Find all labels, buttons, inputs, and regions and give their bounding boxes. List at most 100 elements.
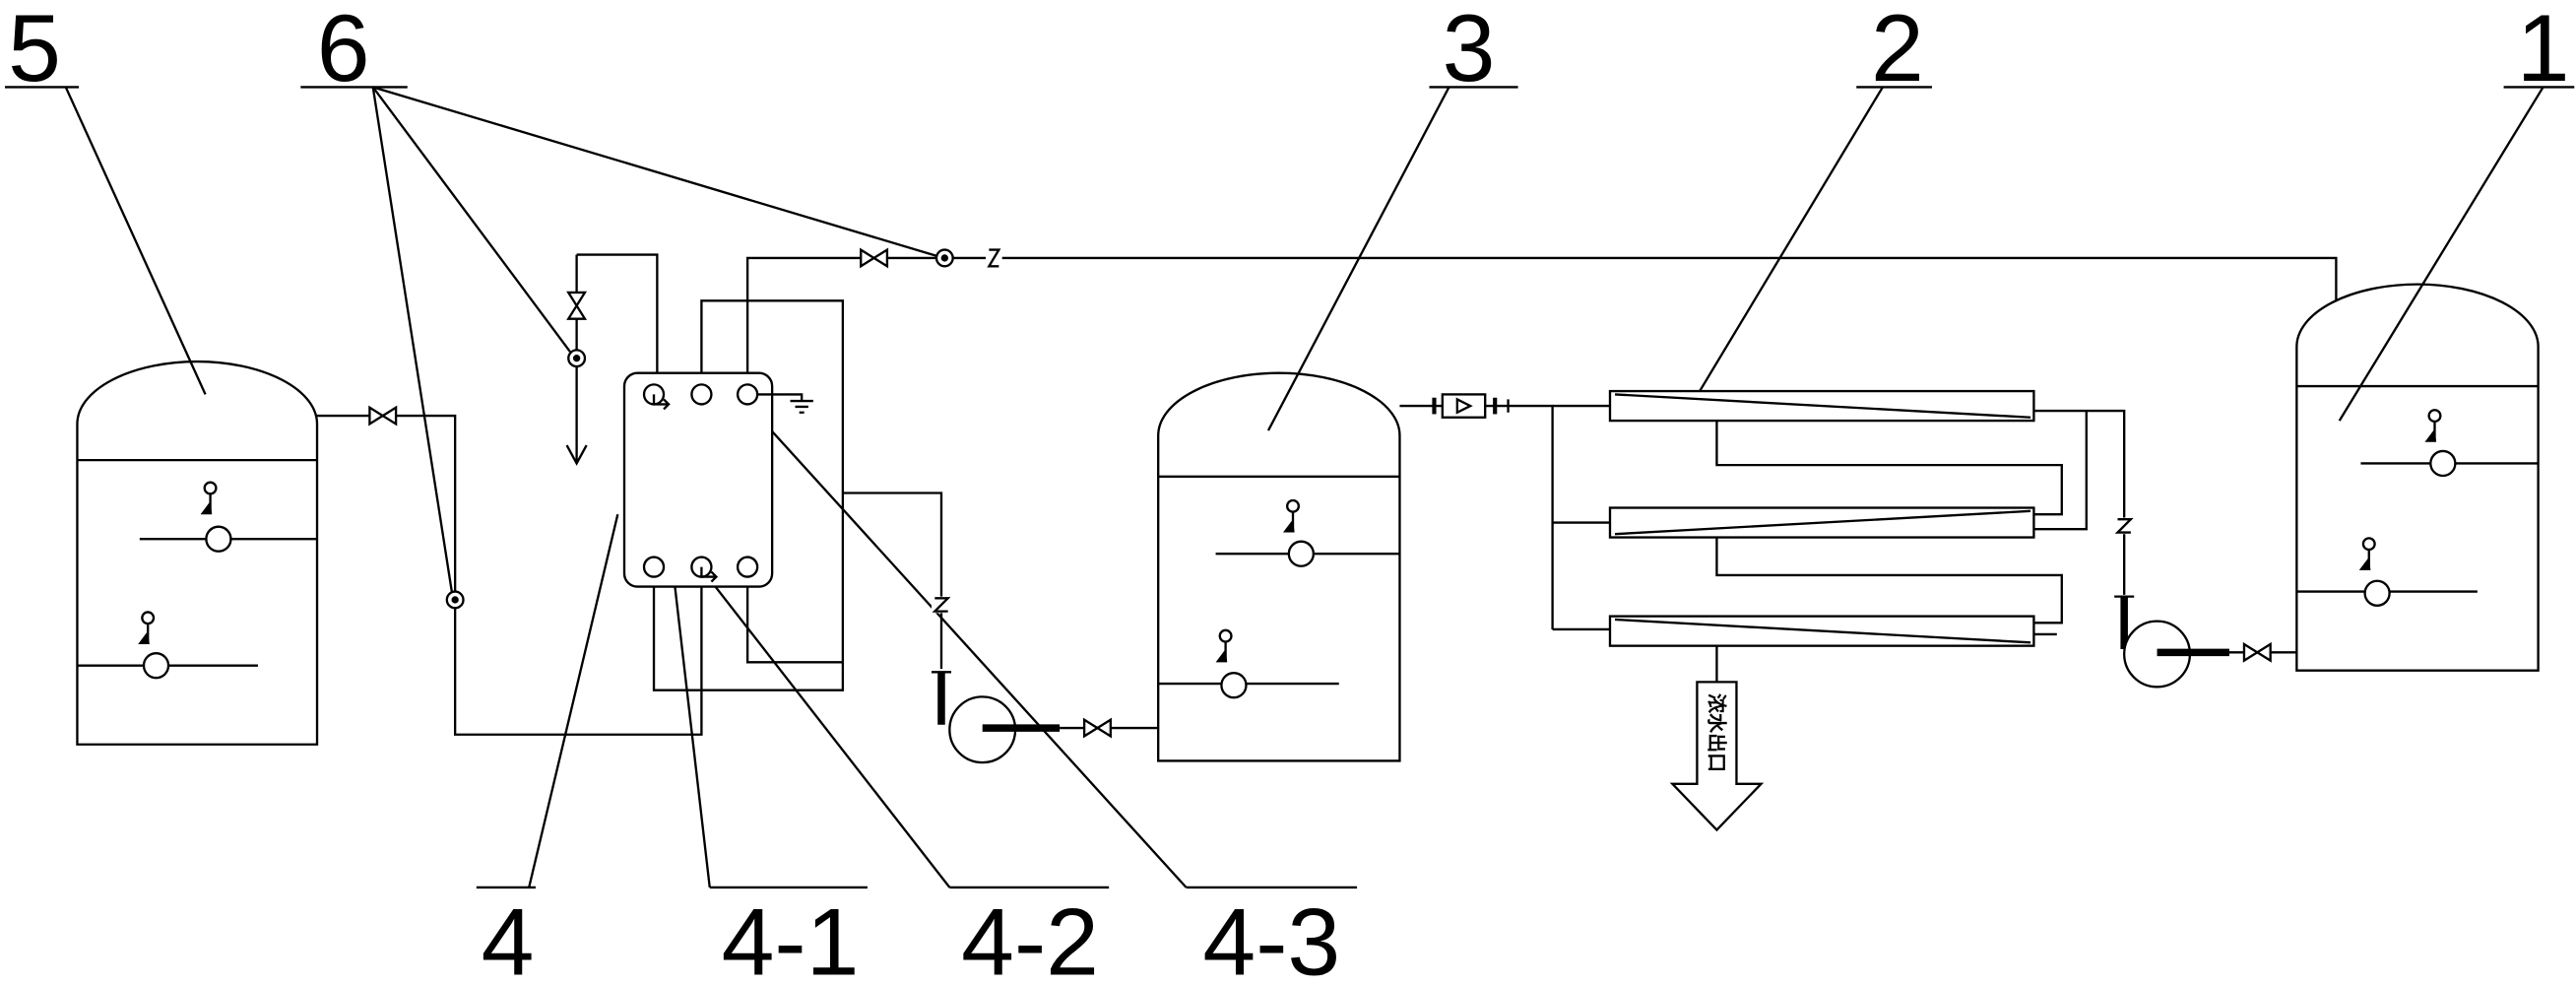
pipe-link-middle-bottom xyxy=(1715,537,2063,624)
gauge-icon xyxy=(934,248,954,268)
gauges xyxy=(445,248,954,610)
leader-line-4 xyxy=(528,513,619,888)
cartridge-filter xyxy=(1432,393,1510,419)
callout-4-2: 4-2 xyxy=(961,887,1099,985)
float-switch-head xyxy=(203,481,218,495)
check-valve-icon xyxy=(2114,518,2134,534)
check-valve-icon xyxy=(987,248,1001,268)
pipe-unit4-lower-right xyxy=(745,576,843,664)
float-switch-head xyxy=(1218,628,1233,643)
gauge-icon xyxy=(445,590,465,610)
float-switch-icon xyxy=(2424,409,2442,442)
ground-lead xyxy=(757,393,804,402)
valve-icon xyxy=(2242,641,2272,663)
leader-line-6a xyxy=(371,86,571,353)
float-ball xyxy=(1220,672,1248,699)
float-switch-flag xyxy=(2424,428,2437,442)
pipes xyxy=(317,253,2338,736)
pipe-link-top-middle xyxy=(1715,421,2063,516)
outlet-label: 浓水出口 xyxy=(1705,693,1728,772)
tank-5 xyxy=(76,360,319,746)
port-top-middle xyxy=(690,383,713,406)
callout-1: 1 xyxy=(2517,0,2570,101)
membrane-modules xyxy=(1608,389,2035,647)
unit-4 xyxy=(622,371,813,588)
port-bottom-right xyxy=(736,556,759,578)
float-switch-flag xyxy=(2358,557,2371,570)
callout-4-3: 4-3 xyxy=(1202,887,1340,985)
valves xyxy=(368,247,2272,739)
float-switch-icon xyxy=(138,611,156,644)
port-flow-arrow-icon xyxy=(700,566,719,583)
float-ball xyxy=(2429,449,2457,478)
gauge-dot xyxy=(940,254,948,262)
outlet-arrow-icon xyxy=(1669,681,1765,832)
pipe-unit4-outer-loop xyxy=(652,299,845,691)
membrane-diagonal xyxy=(1614,509,2031,536)
pipe-unit4-top-feed xyxy=(576,253,659,385)
pipe-tank3-to-membranes xyxy=(1399,404,1554,629)
leader-line-4-2 xyxy=(705,574,951,888)
pipe-unit4-to-pump3 xyxy=(842,492,943,670)
float-ball xyxy=(2363,579,2391,607)
float-switch-icon xyxy=(1215,628,1233,663)
vent-arrow-icon xyxy=(565,444,588,466)
ground-icon xyxy=(790,399,813,414)
float-switch-head xyxy=(141,611,156,625)
leader-line-1 xyxy=(2338,86,2544,422)
float-switch-icon xyxy=(1282,498,1301,533)
callout-labels: 5 6 3 2 1 4 4-1 4-2 4-3 xyxy=(8,0,2569,985)
float-switch-head xyxy=(2361,537,2376,552)
float-ball xyxy=(1287,540,1316,567)
tank-1 xyxy=(2295,283,2540,672)
port-bottom-left xyxy=(642,556,666,578)
float-switch-flag xyxy=(200,500,213,515)
pipe-collector-top xyxy=(2033,409,2126,595)
gauge-icon xyxy=(567,349,587,368)
callout-rules xyxy=(5,86,2575,889)
tank-5-shell xyxy=(76,360,319,746)
tank-3 xyxy=(1157,371,1401,762)
pipe-collector-middle xyxy=(2033,411,2088,531)
port-flow-arrow-icon xyxy=(652,394,671,411)
pump-left xyxy=(931,671,1061,764)
leader-lines xyxy=(64,86,2544,888)
float-ball xyxy=(142,651,170,680)
filter-body xyxy=(1441,393,1487,419)
float-switch-head xyxy=(2427,409,2442,424)
port-4-3 xyxy=(736,383,759,406)
leader-line-4-3 xyxy=(746,403,1188,888)
pipe-return-top xyxy=(745,256,2338,385)
filter-direction-icon xyxy=(1455,397,1473,415)
valve-icon xyxy=(860,247,889,269)
valve-icon xyxy=(1082,717,1112,739)
pipe-tank5-to-unit4 xyxy=(317,414,703,736)
callout-3: 3 xyxy=(1443,0,1496,101)
pump-right xyxy=(2114,595,2229,689)
gauge-dot xyxy=(572,355,581,362)
valve-icon xyxy=(566,291,588,320)
callout-4-1: 4-1 xyxy=(722,887,860,985)
callout-6: 6 xyxy=(317,0,370,101)
valve-icon xyxy=(368,405,398,427)
float-switch-flag xyxy=(1215,648,1228,663)
tank-1-shell xyxy=(2295,283,2540,672)
membrane-diagonal xyxy=(1614,393,2031,419)
membrane-diagonal xyxy=(1614,618,2031,644)
gauge-dot xyxy=(451,596,459,604)
float-switch-flag xyxy=(1282,519,1295,533)
leader-line-6b xyxy=(371,87,453,592)
leader-line-6c xyxy=(372,86,938,258)
unit-4-housing xyxy=(622,371,774,588)
float-switch-icon xyxy=(200,481,218,515)
tank-3-shell xyxy=(1157,371,1401,762)
concentrate-outlet: 浓水出口 xyxy=(1669,681,1765,832)
check-valves xyxy=(931,247,2135,614)
leader-line-5 xyxy=(64,86,207,395)
callout-2: 2 xyxy=(1871,0,1924,101)
check-valve-icon xyxy=(932,597,951,613)
float-ball xyxy=(205,525,232,553)
callout-4: 4 xyxy=(482,887,535,985)
float-switch-head xyxy=(1285,498,1301,513)
